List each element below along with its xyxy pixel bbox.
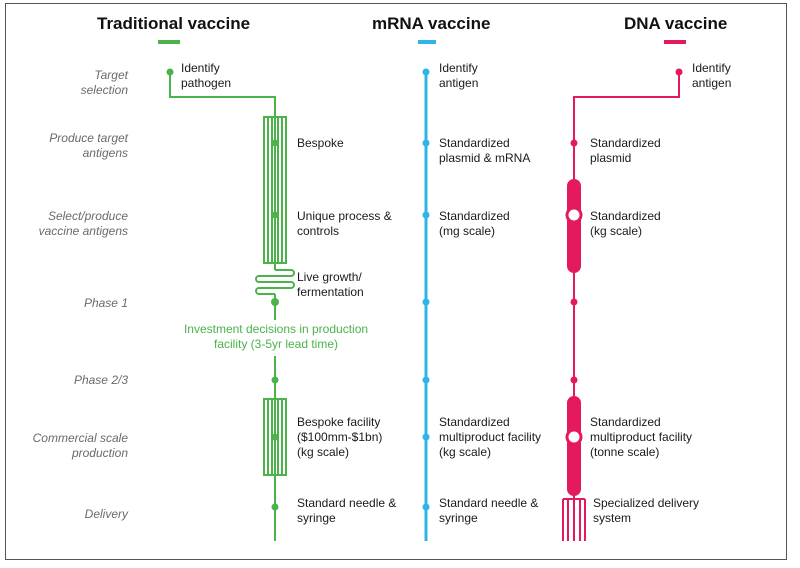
dna-step-select: Standardized (kg scale) xyxy=(590,209,661,238)
stage-label-phase23: Phase 2/3 xyxy=(73,373,128,387)
traditional-node-select xyxy=(271,211,279,219)
stage-label-phase1: Phase 1 xyxy=(83,296,128,310)
traditional-node-target xyxy=(166,68,174,76)
dna-step-facility: Standardized multiproduct facility (tonn… xyxy=(590,415,693,459)
traditional-step-select: Unique process & controls xyxy=(297,209,392,238)
mrna-node-produce xyxy=(422,139,430,147)
traditional-step-delivery: Standard needle & syringe xyxy=(297,496,397,525)
traditional-node-commercial xyxy=(271,433,279,441)
traditional-node-produce xyxy=(271,139,279,147)
traditional-step-produce: Bespoke xyxy=(297,136,344,150)
dna-step-produce: Standardized plasmid xyxy=(590,136,661,165)
traditional-step-target: Identify pathogen xyxy=(181,61,232,90)
dna-facility-ring xyxy=(565,428,583,446)
mrna-pathway xyxy=(422,68,430,541)
mrna-node-commercial xyxy=(422,433,430,441)
diagram-frame xyxy=(5,3,787,560)
dna-header: DNA vaccine xyxy=(624,14,728,33)
mrna-step-delivery: Standard needle & syringe xyxy=(439,496,539,525)
dna-delivery-fork xyxy=(562,498,586,541)
dna-node-phase23 xyxy=(570,376,578,384)
traditional-step-facility: Bespoke facility ($100mm-$1bn) (kg scale… xyxy=(297,415,383,459)
mrna-step-target: Identify antigen xyxy=(439,61,479,90)
traditional-entry-line xyxy=(169,72,276,117)
fermentation-coil xyxy=(255,269,295,295)
traditional-node-phase23 xyxy=(271,376,279,384)
mrna-step-select: Standardized (mg scale) xyxy=(439,209,510,238)
dna-node-produce xyxy=(570,139,578,147)
dna-facility-pill xyxy=(567,396,581,496)
mrna-node-delivery xyxy=(422,503,430,511)
dna-node-phase1 xyxy=(570,298,578,306)
dna-node-target xyxy=(675,68,683,76)
dna-antigen-ring xyxy=(565,206,583,224)
traditional-node-delivery xyxy=(271,503,279,511)
dna-step-delivery: Specialized delivery system xyxy=(593,496,700,525)
traditional-header: Traditional vaccine xyxy=(97,14,251,33)
mrna-node-select xyxy=(422,211,430,219)
traditional-step-fermentation: Live growth/ fermentation xyxy=(297,270,364,299)
mrna-node-phase23 xyxy=(422,376,430,384)
mrna-step-produce: Standardized plasmid & mRNA xyxy=(439,136,531,165)
mrna-header: mRNA vaccine xyxy=(372,14,491,33)
dna-step-target: Identify antigen xyxy=(692,61,732,90)
mrna-step-facility: Standardized multiproduct facility (kg s… xyxy=(439,415,542,459)
dna-entry-line xyxy=(573,72,680,499)
dna-antigen-pill xyxy=(567,179,581,273)
mrna-node-phase1 xyxy=(422,298,430,306)
mrna-node-target xyxy=(422,68,430,76)
traditional-node-phase1 xyxy=(271,298,279,306)
dna-pathway xyxy=(562,68,683,541)
stage-label-delivery: Delivery xyxy=(84,507,128,521)
